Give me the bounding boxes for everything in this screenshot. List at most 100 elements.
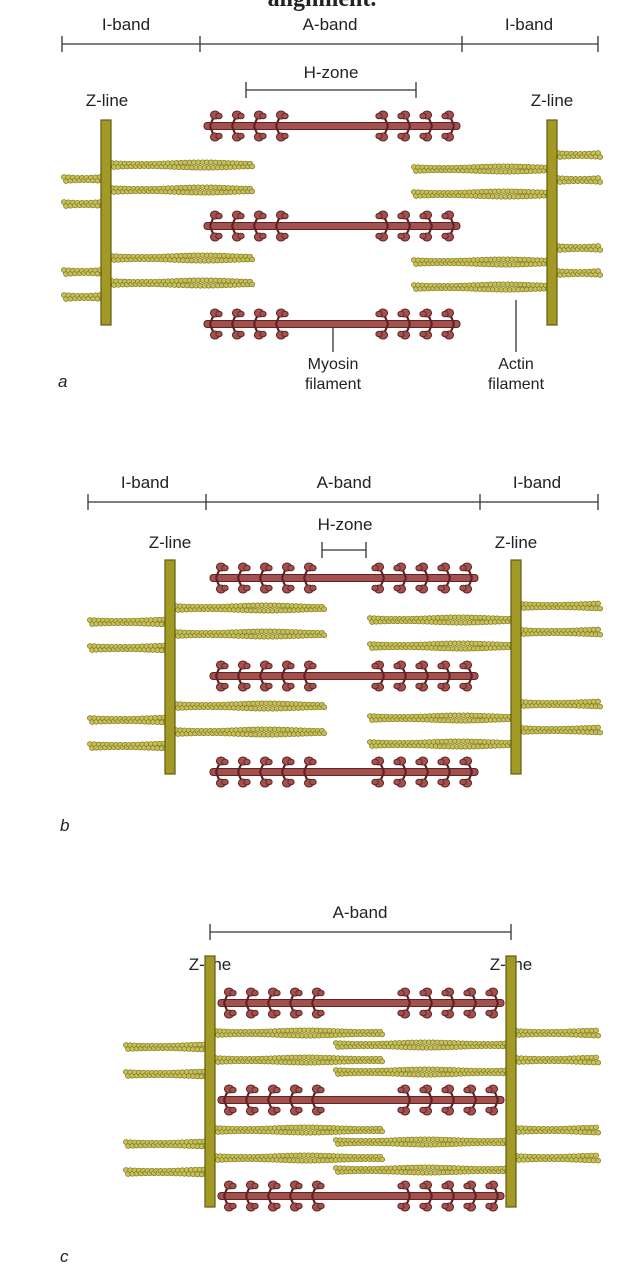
i-band-left-label: I-band [102,15,150,34]
actin-filament [213,1124,386,1136]
actin-filament [514,1054,602,1066]
myosin-filament [203,308,461,340]
h-zone-label: H-zone [318,515,373,534]
panel-c: A-band Z-line Z-line c [60,903,602,1266]
myosin-filament [209,660,479,692]
z-lines [100,119,558,326]
z-line-bar [100,119,112,326]
band-brackets [61,36,599,352]
i-band-left-label: I-band [121,473,169,492]
actin-filament [213,1054,386,1066]
i-band-right-label: I-band [505,15,553,34]
h-zone-bracket [245,82,417,98]
actin-filament [123,1068,210,1080]
actin-filament [555,175,604,185]
myosin-filament [209,562,479,594]
myosin-filaments [217,987,505,1212]
myosin-filament [217,987,505,1019]
actin-filament [367,738,516,750]
myosin-filaments [203,110,461,340]
actin-filament [109,252,256,264]
actin-filament [411,281,552,293]
actin-filament [367,712,516,724]
actin-label-line2: filament [488,376,545,393]
z-line-bar [164,559,176,775]
a-band-label: A-band [333,903,388,922]
myosin-label-line1: Myosin [308,356,359,373]
h-zone-label: H-zone [304,63,359,82]
z-line-bar [505,955,517,1208]
myosin-filament [217,1084,505,1116]
actin-filament [333,1039,511,1051]
actin-filament [519,626,604,638]
band-brackets [87,494,599,558]
actin-filament [173,726,328,738]
actin-filament [555,150,604,160]
z-line-bar [510,559,522,775]
actin-filament [519,698,604,710]
actin-filaments [87,600,604,752]
actin-filament [514,1124,602,1136]
myosin-filaments [209,562,479,788]
panel-letter: c [60,1247,69,1266]
actin-label-line1: Actin [498,356,534,373]
actin-filament [87,642,170,654]
actin-filament [411,163,552,175]
actin-filament [173,602,328,614]
actin-filament [367,614,516,626]
z-lines [204,955,517,1208]
panel-b: I-band A-band I-band H-zone Z-line Z-lin… [60,473,604,835]
actin-filament [61,267,106,277]
actin-filament [109,159,256,171]
actin-filaments [61,150,604,302]
actin-filament [514,1027,602,1039]
actin-filament [514,1152,602,1164]
h-zone-bracket [321,542,367,558]
z-line-left-label: Z-line [86,91,129,110]
z-line-bar [546,119,558,326]
actin-filament [411,188,552,200]
myosin-label-line2: filament [305,376,362,393]
top-caption: alignment. [268,0,377,12]
actin-filament [123,1166,210,1178]
actin-filament [123,1041,210,1053]
actin-filament [555,268,604,278]
z-lines [164,559,522,775]
actin-filament [213,1027,386,1039]
myosin-filament [203,210,461,242]
myosin-filament [203,110,461,142]
actin-filament [519,600,604,612]
actin-filament [333,1164,511,1176]
myosin-filament [217,1180,505,1212]
myosin-filament [209,756,479,788]
actin-filament [87,616,170,628]
actin-filament [87,740,170,752]
a-band-label: A-band [303,15,358,34]
z-line-right-label: Z-line [495,533,538,552]
actin-filament [555,243,604,253]
actin-filament [411,256,552,268]
actin-filament [61,199,106,209]
actin-filament [519,724,604,736]
i-band-right-label: I-band [513,473,561,492]
band-brackets [209,924,512,940]
z-line-right-label: Z-line [531,91,574,110]
actin-filament [123,1138,210,1150]
actin-filament [87,714,170,726]
actin-filament [173,628,328,640]
actin-filament [213,1152,386,1164]
actin-filament [61,174,106,184]
actin-filament [367,640,516,652]
actin-filaments [123,1027,602,1178]
panel-letter: b [60,816,69,835]
actin-filament [61,292,106,302]
actin-filament [333,1066,511,1078]
actin-filament [173,700,328,712]
z-line-left-label: Z-line [149,533,192,552]
panel-a: I-band A-band I-band H-zone Z-line Z-lin… [58,15,604,393]
actin-filament [109,277,256,289]
panel-letter: a [58,372,67,391]
actin-filament [333,1136,511,1148]
z-line-bar [204,955,216,1208]
